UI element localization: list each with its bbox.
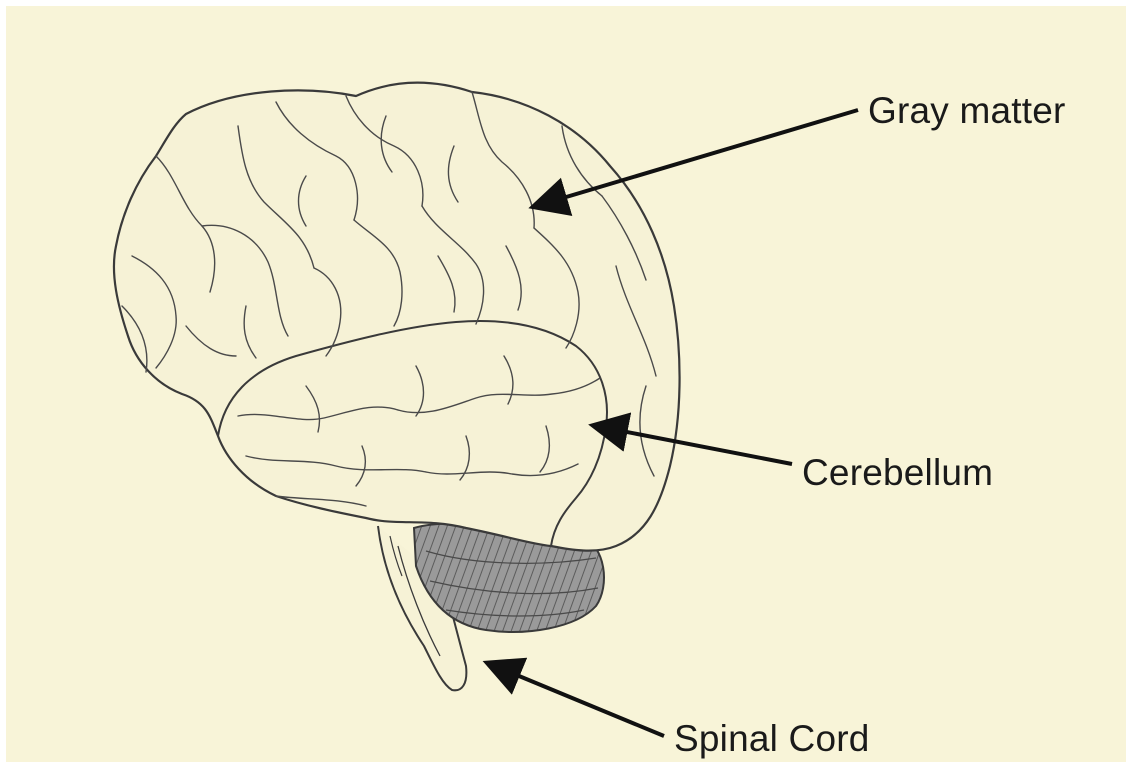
- cerebellum-label: Cerebellum: [802, 452, 993, 494]
- spinal-cord-arrow: [490, 664, 664, 736]
- diagram-panel: Gray matter Cerebellum Spinal Cord: [6, 6, 1126, 762]
- cerebrum-shape: [114, 83, 680, 551]
- spinal-cord-label: Spinal Cord: [674, 718, 870, 760]
- gray-matter-label: Gray matter: [868, 90, 1066, 132]
